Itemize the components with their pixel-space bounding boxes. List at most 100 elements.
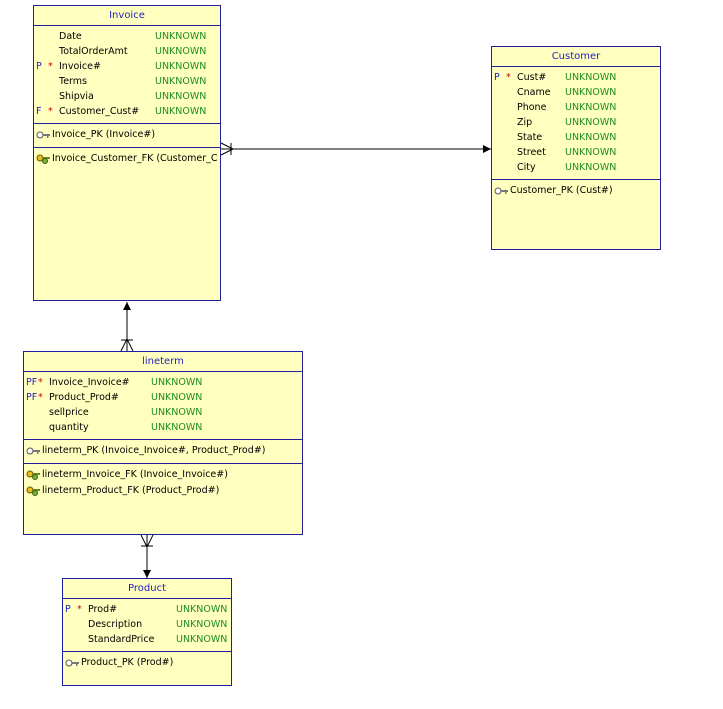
foreign-key-label: Invoice_Customer_FK (Customer_C [52,153,218,164]
primary-key-row[interactable]: Customer_PK (Cust#) [492,183,660,199]
required-marker: * [38,392,43,403]
attribute-type: UNKNOWN [176,634,228,645]
key-marker: PF [26,377,38,388]
attribute-row[interactable]: P * Invoice# UNKNOWN [34,59,220,74]
attribute-type: UNKNOWN [565,117,617,128]
foreign-key-icon [26,486,40,496]
primary-key-row[interactable]: Invoice_PK (Invoice#) [34,127,220,143]
primary-key-section: Customer_PK (Cust#) [492,180,660,203]
attribute-name: Customer_Cust# [59,106,140,117]
attribute-type: UNKNOWN [155,61,207,72]
lineterm-product-relationship[interactable] [140,534,154,578]
attribute-type: UNKNOWN [565,147,617,158]
required-marker: * [38,377,43,388]
attribute-type: UNKNOWN [176,604,228,615]
foreign-key-label: lineterm_Invoice_FK (Invoice_Invoice#) [42,469,228,480]
primary-key-row[interactable]: Product_PK (Prod#) [63,655,231,671]
attribute-name: Street [517,147,546,158]
foreign-key-row[interactable]: lineterm_Invoice_FK (Invoice_Invoice#) [24,467,302,483]
attribute-row[interactable]: P*Cust#UNKNOWN [492,70,660,85]
required-marker: * [48,61,53,72]
entity-title: Invoice [34,6,220,26]
foreign-key-label: lineterm_Product_FK (Product_Prod#) [42,485,220,496]
invoice-customer-relationship[interactable] [220,142,491,156]
attribute-name: Zip [517,117,533,128]
attribute-type: UNKNOWN [565,102,617,113]
attribute-row[interactable]: State UNKNOWN [492,130,660,145]
entity-title: lineterm [24,352,302,372]
attribute-name: quantity [49,422,89,433]
attribute-list: PF*Invoice_Invoice#UNKNOWN PF* Product_Pr… [24,372,302,440]
attribute-name: Terms [59,76,87,87]
attribute-row[interactable]: Street UNKNOWN [492,145,660,160]
attribute-type: UNKNOWN [565,132,617,143]
foreign-key-icon [26,470,40,480]
attribute-type: UNKNOWN [151,392,203,403]
attribute-type: UNKNOWN [155,91,207,102]
attribute-name: Product_Prod# [49,392,119,403]
attribute-row[interactable]: F*Customer_Cust#UNKNOWN [34,104,220,119]
required-marker: * [506,72,511,83]
attribute-row[interactable]: quantity UNKNOWN [24,420,302,435]
primary-key-section: Product_PK (Prod#) [63,652,231,675]
key-marker: P [65,604,71,615]
foreign-key-row[interactable]: lineterm_Product_FK (Product_Prod#) [24,483,302,499]
attribute-type: UNKNOWN [565,72,617,83]
primary-key-label: Customer_PK (Cust#) [510,185,613,196]
attribute-type: UNKNOWN [155,31,207,42]
primary-key-section: Invoice_PK (Invoice#) [34,124,220,148]
attribute-row[interactable]: PF* Product_Prod# UNKNOWN [24,390,302,405]
primary-key-section: lineterm_PK (Invoice_Invoice#, Product_P… [24,440,302,464]
attribute-row[interactable]: Cname UNKNOWN [492,85,660,100]
key-marker: P [36,61,42,72]
attribute-name: Description [88,619,143,630]
primary-key-label: lineterm_PK (Invoice_Invoice#, Product_P… [42,445,266,456]
foreign-key-section: lineterm_Invoice_FK (Invoice_Invoice#) l… [24,464,302,503]
attribute-name: Invoice# [59,61,101,72]
lineterm-invoice-relationship[interactable] [120,302,134,352]
attribute-name: TotalOrderAmt [59,46,128,57]
key-marker: PF [26,392,38,403]
primary-key-label: Invoice_PK (Invoice#) [52,129,156,140]
entity-lineterm[interactable]: lineterm PF*Invoice_Invoice#UNKNOWN PF*P… [23,351,303,535]
attribute-type: UNKNOWN [155,106,207,117]
attribute-name: Cname [517,87,551,98]
attribute-row[interactable]: Zip UNKNOWN [492,115,660,130]
attribute-type: UNKNOWN [565,87,617,98]
attribute-row[interactable]: PF*Invoice_Invoice#UNKNOWN [24,375,302,390]
attribute-type: UNKNOWN [151,377,203,388]
attribute-row[interactable]: sellprice UNKNOWN [24,405,302,420]
attribute-row[interactable]: P*Prod#UNKNOWN [63,602,231,617]
primary-key-label: Product_PK (Prod#) [81,657,174,668]
attribute-name: State [517,132,543,143]
entity-title: Product [63,579,231,599]
required-marker: * [77,604,82,615]
key-icon [36,131,50,139]
attribute-row[interactable]: Phone UNKNOWN [492,100,660,115]
attribute-row[interactable]: StandardPrice UNKNOWN [63,632,231,647]
attribute-type: UNKNOWN [565,162,617,173]
attribute-name: Phone [517,102,547,113]
primary-key-row[interactable]: lineterm_PK (Invoice_Invoice#, Product_P… [24,443,302,459]
attribute-name: sellprice [49,407,89,418]
attribute-type: UNKNOWN [151,407,203,418]
foreign-key-row[interactable]: Invoice_Customer_FK (Customer_C [34,151,220,167]
attribute-type: UNKNOWN [176,619,228,630]
attribute-type: UNKNOWN [151,422,203,433]
foreign-key-section: Invoice_Customer_FK (Customer_C [34,148,220,171]
attribute-name: StandardPrice [88,634,155,645]
required-marker: * [48,106,53,117]
attribute-row[interactable]: Description UNKNOWN [63,617,231,632]
